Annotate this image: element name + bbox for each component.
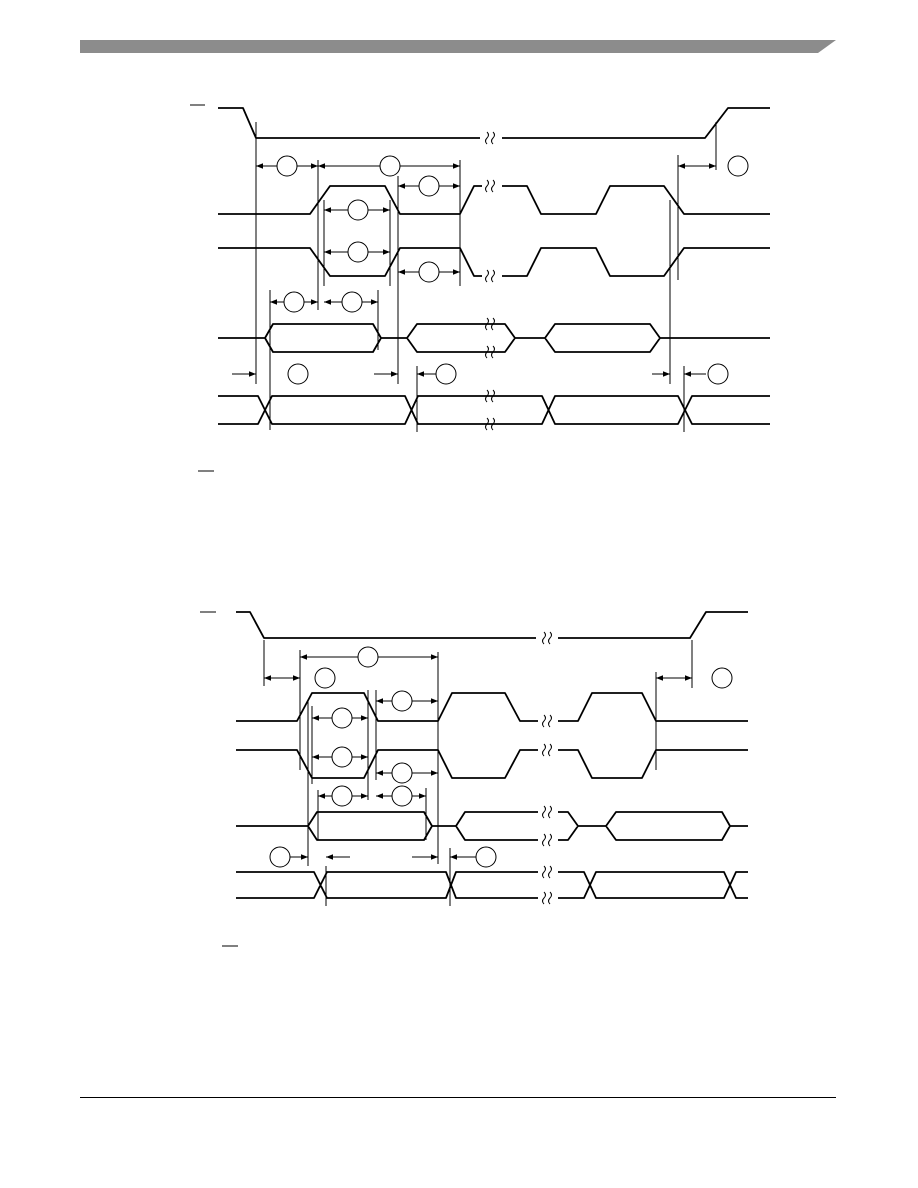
break-mark (542, 865, 552, 879)
address-waveform (218, 395, 770, 425)
parameter-circle (391, 762, 413, 784)
parameter-circle (435, 363, 457, 385)
bus-waveform (236, 811, 748, 841)
parameter-circle (357, 646, 379, 668)
data-waveform-upper (236, 692, 748, 722)
break-mark (485, 345, 495, 359)
footer-rule (80, 1097, 836, 1098)
parameter-circle (475, 846, 497, 868)
parameter-circle (711, 667, 733, 689)
parameter-circle (347, 199, 369, 221)
parameter-circle (331, 707, 353, 729)
strobe-waveform (236, 611, 748, 639)
break-mark (485, 269, 495, 283)
address-waveform (236, 871, 748, 899)
break-mark (485, 317, 495, 331)
parameter-circle (391, 785, 413, 807)
parameter-circle (314, 667, 336, 689)
break-mark (542, 631, 552, 645)
parameter-circle (283, 291, 305, 313)
data-waveform-upper (218, 185, 770, 215)
break-mark (485, 131, 495, 145)
parameter-circle (391, 690, 413, 712)
header-bar (80, 40, 836, 53)
bus-waveform (218, 323, 770, 353)
parameter-circle (418, 261, 440, 283)
parameter-circle (727, 155, 749, 177)
break-mark (542, 891, 552, 905)
break-mark (542, 714, 552, 728)
break-mark (542, 833, 552, 847)
parameter-circle (341, 291, 363, 313)
parameter-circle (331, 746, 353, 768)
break-mark (542, 805, 552, 819)
break-mark (485, 389, 495, 403)
timing-diagram-top (190, 104, 770, 472)
data-waveform-lower (218, 247, 770, 277)
parameter-circle (331, 785, 353, 807)
break-mark (542, 743, 552, 757)
break-mark (485, 417, 495, 431)
parameter-circle (276, 155, 298, 177)
parameter-circle (707, 363, 729, 385)
parameter-circle (347, 241, 369, 263)
parameter-circle (287, 363, 309, 385)
data-waveform-lower (236, 749, 748, 779)
timing-diagram-bottom (200, 611, 748, 947)
parameter-circle (379, 155, 401, 177)
break-mark (485, 179, 495, 193)
parameter-circle (418, 175, 440, 197)
parameter-circle (269, 846, 291, 868)
